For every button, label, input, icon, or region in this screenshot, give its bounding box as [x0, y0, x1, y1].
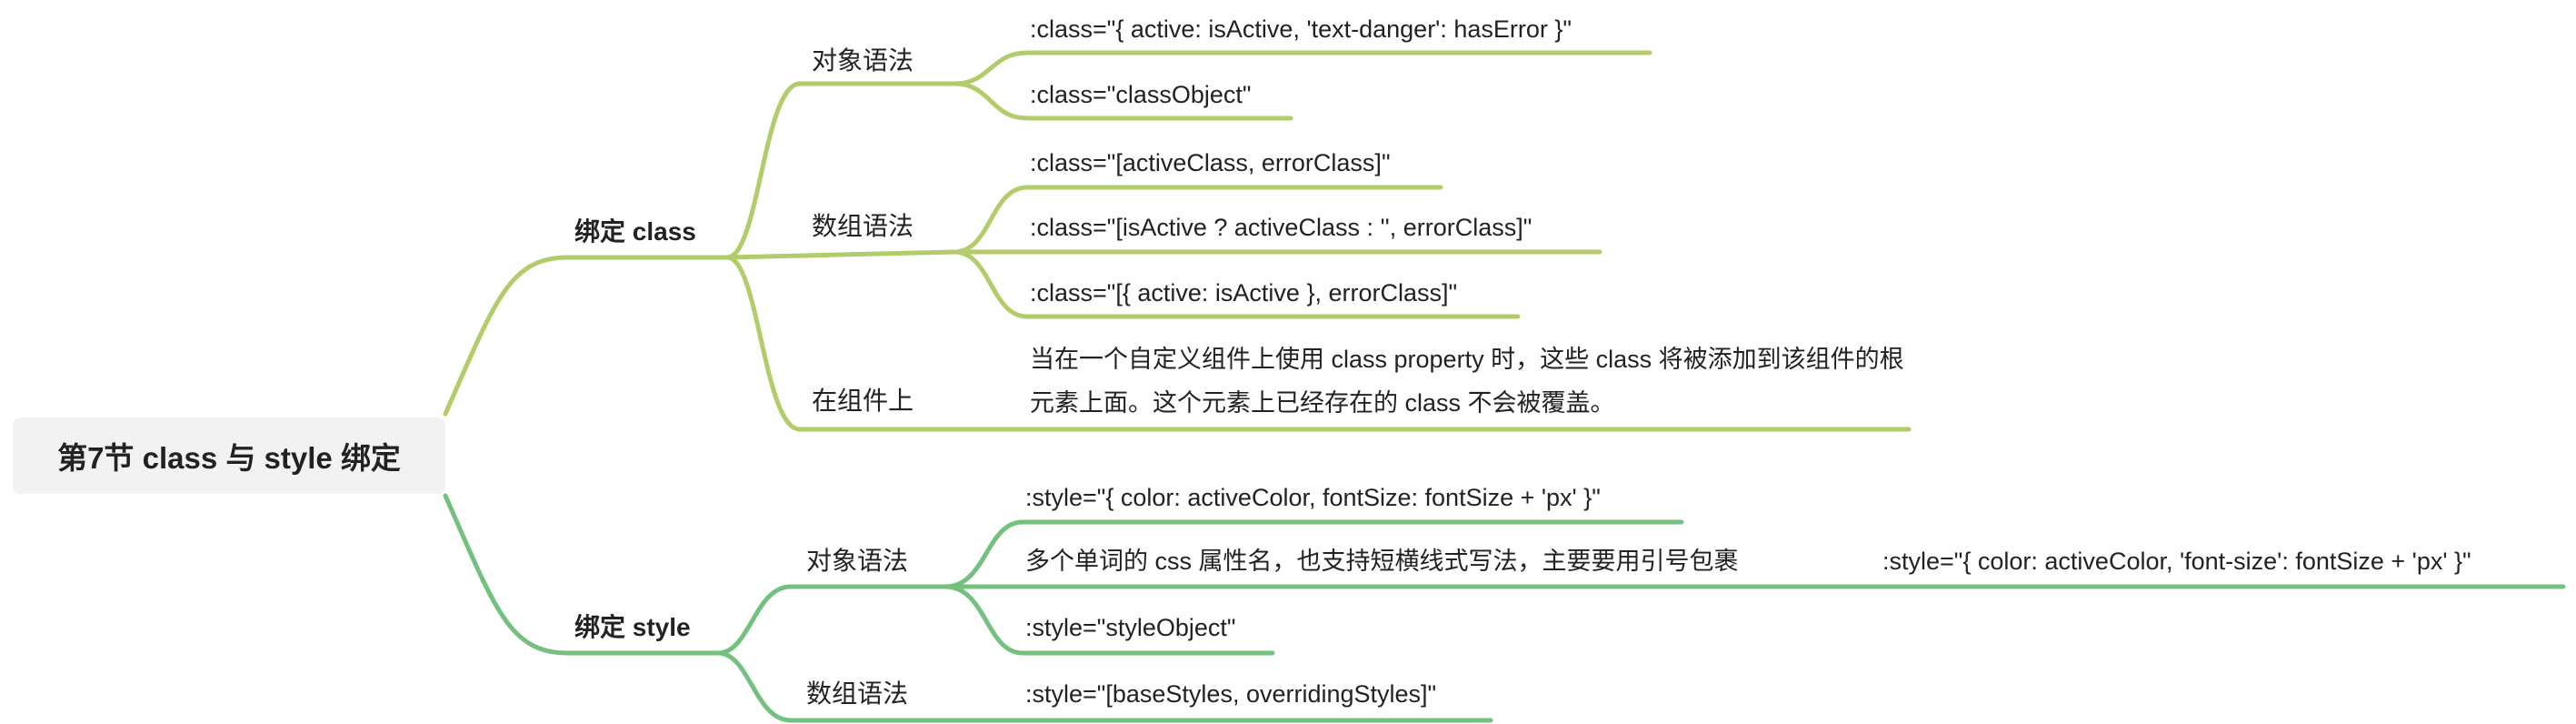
- class-branch-lines: [443, 50, 1912, 432]
- connector-style-to-array: [715, 650, 1030, 723]
- connector-class-to-array: [724, 249, 957, 260]
- topic-bind-class[interactable]: 绑定 class: [574, 217, 696, 246]
- style-object-kebab-example[interactable]: :style="{ color: activeColor, 'font-size…: [1882, 548, 2471, 575]
- style-branch-lines: [443, 493, 2566, 723]
- connector-object-to-item1: [943, 519, 1684, 589]
- topic-bind-style[interactable]: 绑定 style: [574, 613, 691, 641]
- style-object-item-2[interactable]: 多个单词的 css 属性名，也支持短横线式写法，主要要用引号包裹: [1025, 548, 1739, 575]
- class-object-item-1[interactable]: :class="{ active: isActive, 'text-danger…: [1030, 15, 1572, 43]
- style-object-item-1[interactable]: :style="{ color: activeColor, fontSize: …: [1025, 484, 1601, 511]
- connector-object-to-item1: [952, 50, 1652, 86]
- connector-class-to-object: [724, 81, 957, 260]
- topic-style-object-syntax[interactable]: 对象语法: [806, 547, 909, 575]
- topic-class-object-syntax[interactable]: 对象语法: [812, 46, 914, 75]
- topic-style-array-syntax[interactable]: 数组语法: [806, 679, 909, 708]
- connector-object-to-item2: [952, 81, 1293, 121]
- class-object-item-2[interactable]: :class="classObject": [1030, 81, 1252, 108]
- topic-class-array-syntax[interactable]: 数组语法: [812, 212, 914, 240]
- root-topic[interactable]: 第7节 class 与 style 绑定: [13, 417, 445, 494]
- connector-array-to-item1: [952, 185, 1443, 255]
- class-array-item-2[interactable]: :class="[isActive ? activeClass : '', er…: [1030, 214, 1533, 241]
- class-array-item-1[interactable]: :class="[activeClass, errorClass]": [1030, 149, 1391, 176]
- connector-root-to-class: [443, 255, 730, 417]
- connector-root-to-style: [443, 493, 721, 656]
- connector-class-to-component: [724, 255, 1030, 432]
- style-object-item-3[interactable]: :style="styleObject": [1025, 614, 1236, 641]
- style-array-item-1[interactable]: :style="[baseStyles, overridingStyles]": [1025, 680, 1437, 708]
- connector-object-to-item3: [943, 584, 1275, 656]
- class-array-item-3[interactable]: :class="[{ active: isActive }, errorClas…: [1030, 279, 1458, 307]
- connector-style-to-object: [715, 584, 948, 656]
- class-component-note[interactable]: 当在一个自定义组件上使用 class property 时，这些 class 将…: [1030, 346, 1904, 417]
- topic-class-on-component[interactable]: 在组件上: [812, 387, 914, 415]
- connector-array-to-item3: [952, 249, 1521, 319]
